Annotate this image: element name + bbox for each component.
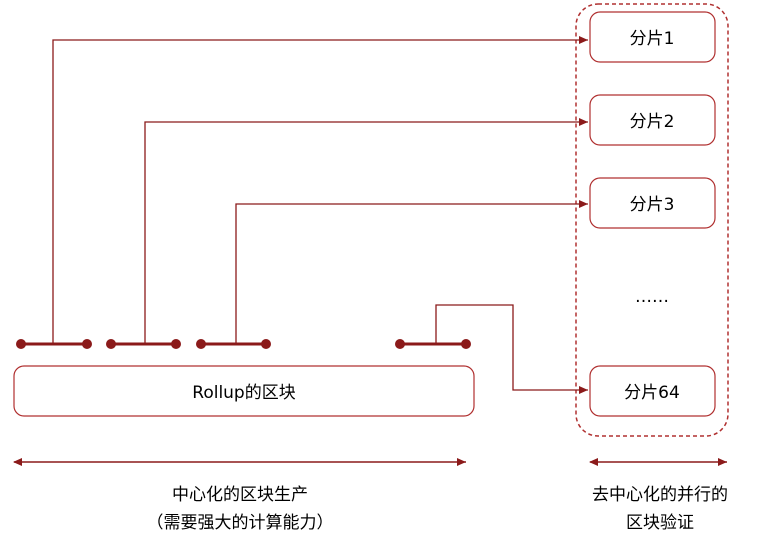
shard-group-container	[575, 3, 729, 437]
segment-64	[395, 339, 471, 349]
production-caption-line2: （需要强大的计算能力）	[147, 513, 334, 533]
shard-box-1: 分片1	[589, 11, 716, 63]
connector-64	[435, 304, 588, 394]
shard-label-3: 分片3	[630, 195, 675, 215]
segment-3	[196, 339, 271, 349]
shard-label-1: 分片1	[630, 29, 675, 49]
validation-caption-line2: 区块验证	[626, 513, 694, 533]
shard-box-3: 分片3	[589, 177, 716, 229]
connector-2	[144, 118, 588, 344]
rollup-block-label: Rollup的区块	[192, 383, 295, 403]
shard-label-2: 分片2	[630, 112, 675, 132]
rollup-block: Rollup的区块	[13, 365, 475, 417]
shard-ellipsis: ……	[635, 287, 669, 307]
shard-box-64: 分片64	[589, 365, 716, 417]
connector-1	[52, 36, 588, 344]
validation-caption-line1: 去中心化的并行的	[592, 485, 728, 505]
segment-1	[16, 339, 92, 349]
production-caption-line1: 中心化的区块生产	[172, 485, 308, 505]
shard-label-64: 分片64	[624, 383, 680, 403]
segment-2	[106, 339, 181, 349]
connector-3	[235, 200, 588, 344]
shard-box-2: 分片2	[589, 94, 716, 146]
